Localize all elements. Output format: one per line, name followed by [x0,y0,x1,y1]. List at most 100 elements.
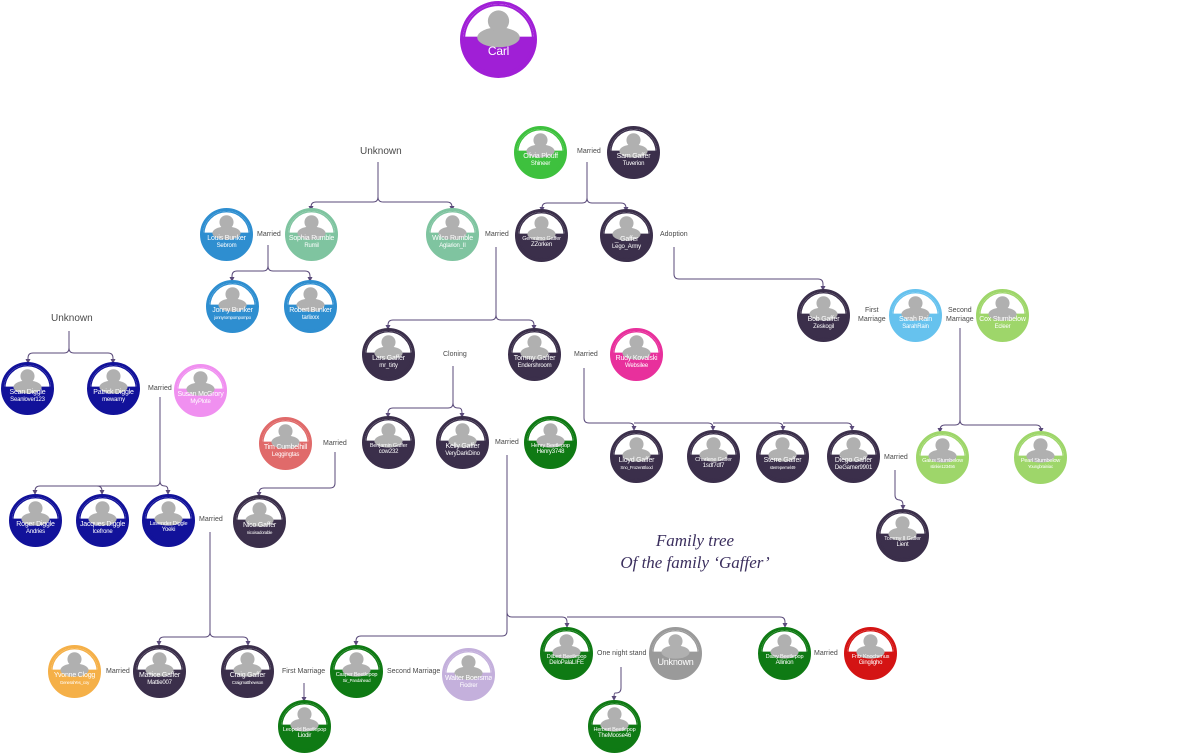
person-avatar-icon [288,211,335,258]
person-username: Aglarion_II [439,242,466,249]
person-username: Mattie007 [147,679,172,686]
label-marriage: Marriage [858,315,886,323]
person-username: Gingligho [858,659,883,666]
person-name: Kelly Gaffer [445,442,480,450]
person-label: Unknown [652,657,699,667]
person-name: Fritz Knochenus [851,653,890,660]
person-avatar-icon [517,129,564,176]
person-username: Craigmatthewson [231,679,264,685]
person-carl[interactable]: Carl [460,1,537,78]
person-avatar-icon [759,433,806,480]
person-username: Websilee [625,362,648,369]
label-second: Second [947,307,972,314]
person-username: Endershroom [517,362,552,369]
person-avatar-icon [145,497,192,544]
person-name: Tommy II Gaffer [884,535,921,542]
person-avatar-icon [209,283,256,330]
label-first-marriage-bob: First Marriage [858,307,886,325]
person-avatar-icon [287,283,334,330]
person-avatar-icon [690,433,737,480]
person-avatar-icon [518,212,565,259]
label-first-marriage-craig: First Marriage [282,668,326,675]
person-name: Carl [487,44,510,59]
person-name: Lars Gaffer [372,354,405,362]
person-username: DeGamer9901 [834,464,873,471]
person-name: Nico Gaffer [242,521,277,529]
person-username: DeloPalaLIFE [549,659,584,666]
person-avatar-icon [365,331,412,378]
person-username: jonnyrompompompo [214,314,251,320]
person-name: Gaius Stumbelow [922,457,963,464]
person-avatar-icon [800,292,847,339]
label-married-yvonne: Married [106,668,130,675]
person-name: Jacques Diggle [79,520,126,528]
person-avatar-icon [51,648,98,695]
person-avatar-icon [136,648,183,695]
person-username: Ecleer [994,323,1011,330]
person-avatar-icon [761,630,808,677]
person-unknownp[interactable]: Unknown [649,627,702,680]
person-name: Sean Diggle [9,388,46,396]
person-username: Rumil [304,242,319,249]
person-username: Andries [26,528,45,535]
person-name: Cox Stumbelow [979,315,1026,323]
person-avatar-icon [527,419,574,466]
person-avatar-icon [652,630,699,677]
person-avatar-icon [591,703,638,750]
